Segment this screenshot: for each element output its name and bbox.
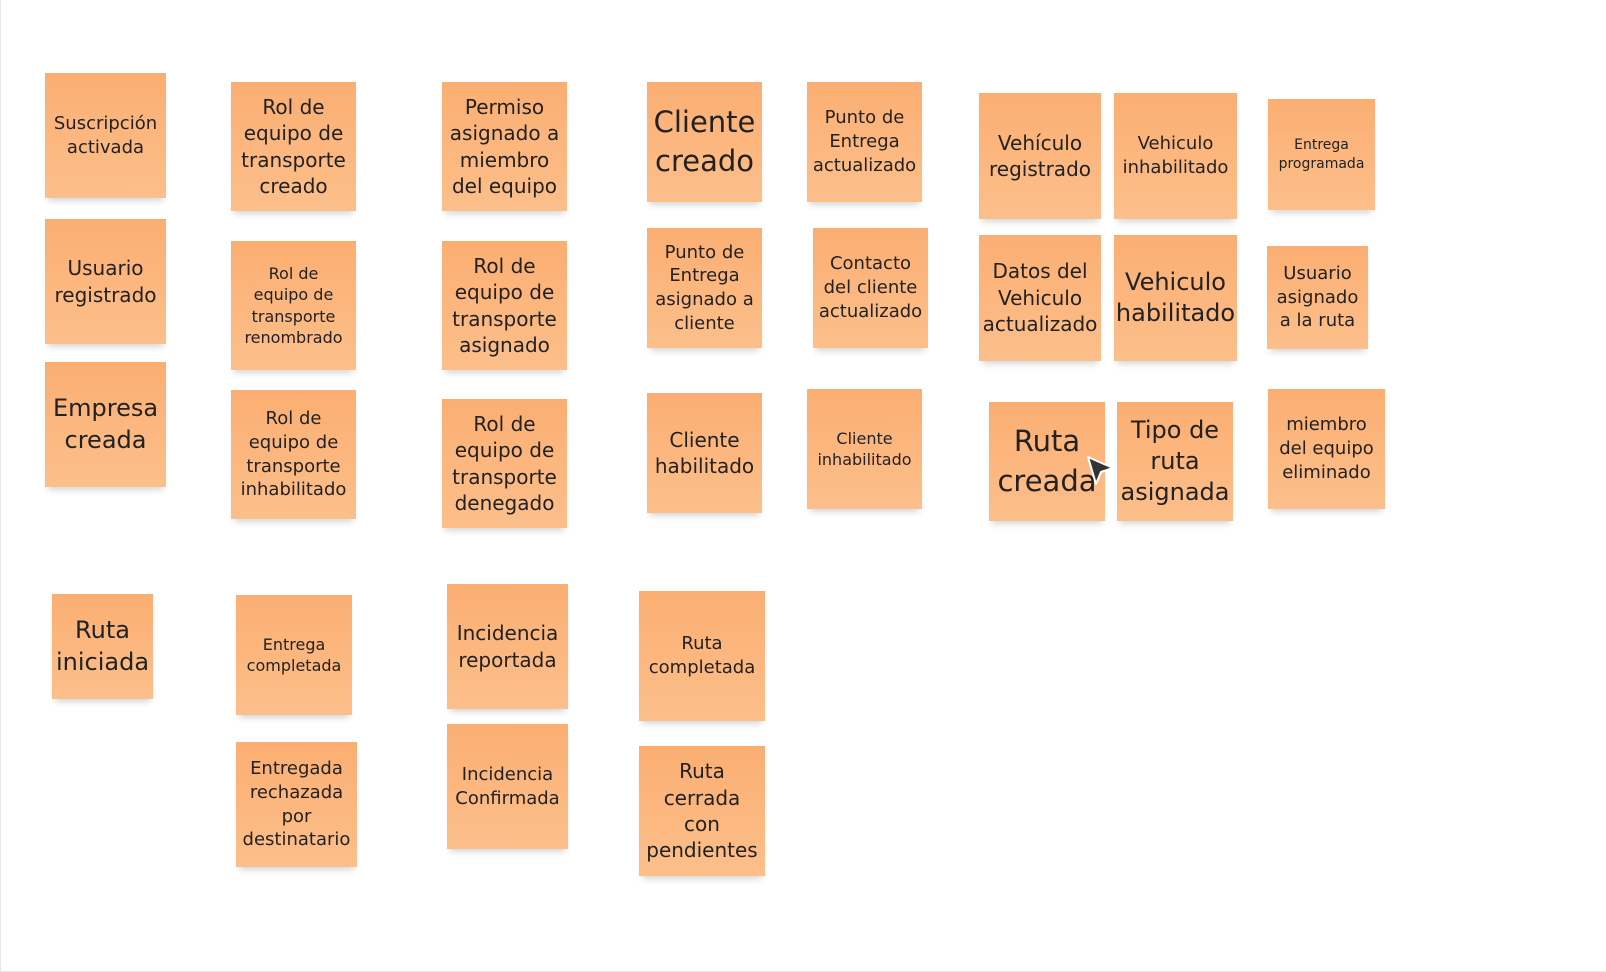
sticky-note[interactable]: Rol de equipo de transporte denegado	[442, 399, 567, 528]
sticky-note[interactable]: Entrega programada	[1268, 99, 1375, 210]
sticky-note[interactable]: Punto de Entrega actualizado	[807, 82, 922, 202]
sticky-note[interactable]: Vehiculo habilitado	[1114, 235, 1237, 361]
sticky-note[interactable]: Empresa creada	[45, 362, 166, 487]
sticky-note[interactable]: Contacto del cliente actualizado	[813, 228, 928, 348]
sticky-note[interactable]: Vehiculo inhabilitado	[1114, 93, 1237, 219]
sticky-note[interactable]: Cliente creado	[647, 82, 762, 202]
sticky-note[interactable]: Rol de equipo de transporte inhabilitado	[231, 390, 356, 519]
sticky-note[interactable]: Suscripción activada	[45, 73, 166, 198]
sticky-note[interactable]: Tipo de ruta asignada	[1117, 402, 1233, 521]
pointer-arrow-icon	[1087, 456, 1114, 485]
sticky-note[interactable]: Rol de equipo de transporte renombrado	[231, 241, 356, 370]
sticky-note[interactable]: Entregada rechazada por destinatario	[236, 742, 357, 867]
sticky-note[interactable]: Ruta cerrada con pendientes	[639, 746, 765, 876]
sticky-note[interactable]: Datos del Vehiculo actualizado	[979, 235, 1101, 361]
sticky-note[interactable]: Entrega completada	[236, 595, 352, 715]
sticky-note[interactable]: Cliente habilitado	[647, 393, 762, 513]
sticky-note[interactable]: Ruta iniciada	[52, 594, 153, 699]
sticky-note[interactable]: Permiso asignado a miembro del equipo	[442, 82, 567, 211]
sticky-note[interactable]: miembro del equipo eliminado	[1268, 389, 1385, 509]
sticky-note[interactable]: Ruta creada	[989, 402, 1105, 521]
sticky-note[interactable]: Cliente inhabilitado	[807, 389, 922, 509]
sticky-note[interactable]: Rol de equipo de transporte asignado	[442, 241, 567, 370]
sticky-note[interactable]: Ruta completada	[639, 591, 765, 721]
sticky-note[interactable]: Incidencia Confirmada	[447, 724, 568, 849]
sticky-note[interactable]: Punto de Entrega asignado a cliente	[647, 228, 762, 348]
sticky-note[interactable]: Rol de equipo de transporte creado	[231, 82, 356, 211]
sticky-note[interactable]: Usuario registrado	[45, 219, 166, 344]
sticky-note[interactable]: Vehículo registrado	[979, 93, 1101, 219]
sticky-note[interactable]: Incidencia reportada	[447, 584, 568, 709]
sticky-note[interactable]: Usuario asignado a la ruta	[1267, 246, 1368, 349]
